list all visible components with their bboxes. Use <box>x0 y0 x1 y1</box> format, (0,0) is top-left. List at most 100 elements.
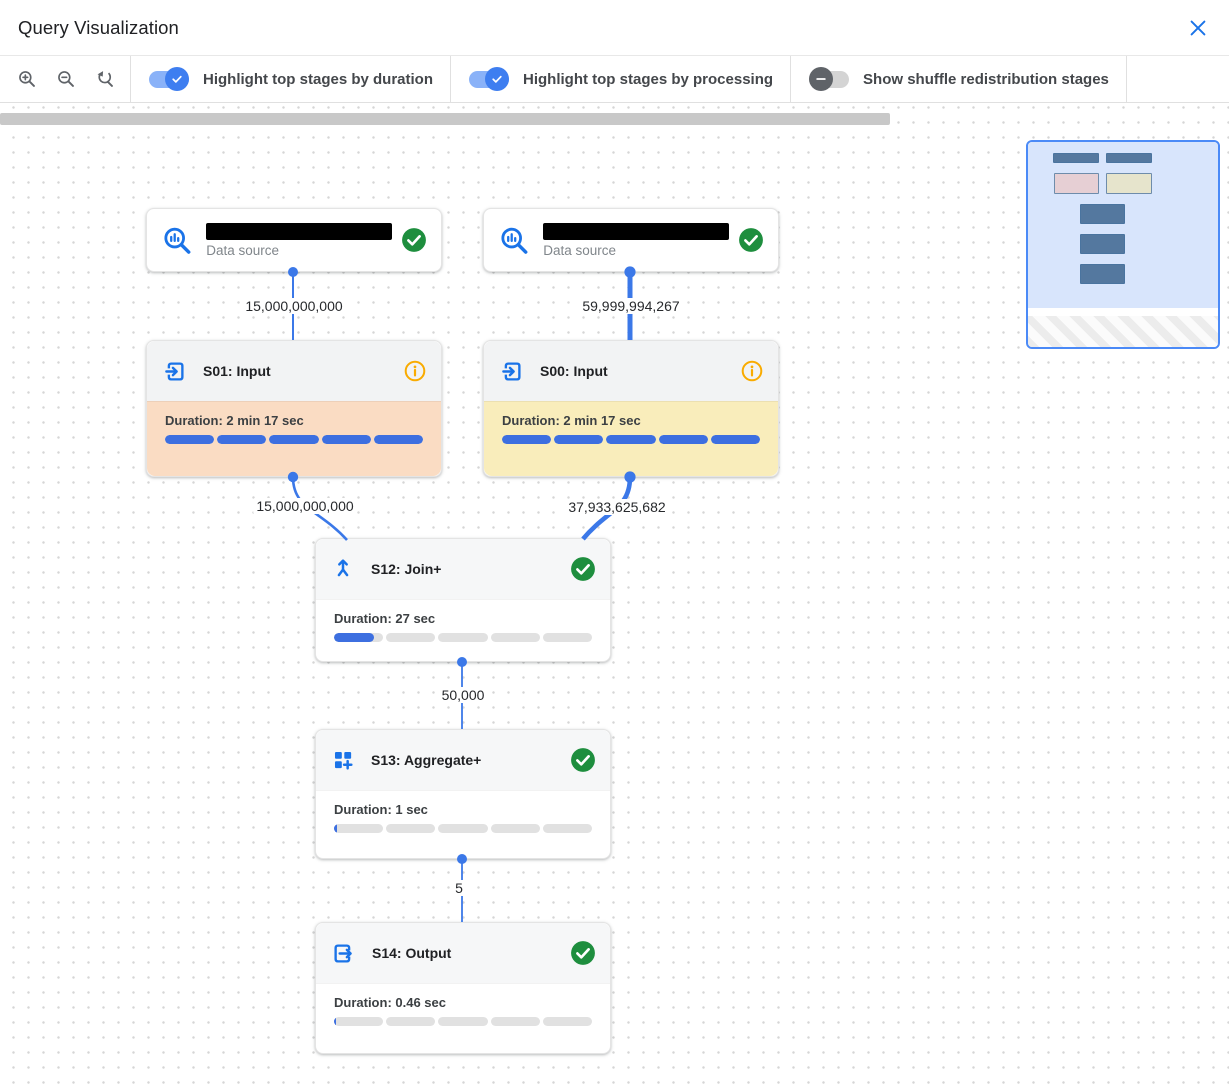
aggregate-icon <box>334 751 353 770</box>
node-stage-s01[interactable]: S01: Input Duration: 2 min 17 sec <box>146 340 442 477</box>
minimap[interactable] <box>1026 140 1220 349</box>
toggle-thumb <box>165 67 189 91</box>
data-source-label: Data source <box>543 242 617 258</box>
stage-title: S14: Output <box>372 945 452 961</box>
page-title: Query Visualization <box>18 16 179 38</box>
zoom-out-button[interactable] <box>53 66 79 92</box>
minimap-node-s00 <box>1106 173 1152 194</box>
zoom-out-icon <box>58 71 74 87</box>
check-circle-icon <box>402 228 426 252</box>
node-data-source-right[interactable]: Data source <box>483 208 779 272</box>
data-source-name-block: Data source <box>543 222 730 258</box>
status-badge[interactable] <box>740 359 764 383</box>
data-source-name-block: Data source <box>206 222 393 258</box>
edge-row-count: 15,000,000,000 <box>242 298 346 314</box>
zoom-controls <box>14 56 130 102</box>
toggle-highlight-duration[interactable] <box>149 67 189 91</box>
toolbar-divider <box>450 56 451 102</box>
stage-title: S12: Join+ <box>371 561 442 577</box>
graph-toolbar: Highlight top stages by duration Highlig… <box>0 56 1229 103</box>
info-icon <box>404 360 426 382</box>
stage-duration-panel: Duration: 2 min 17 sec <box>484 401 778 476</box>
info-icon <box>741 360 763 382</box>
edge-row-count: 15,000,000,000 <box>253 498 357 514</box>
horizontal-scrollbar-thumb[interactable] <box>0 113 890 125</box>
node-stage-s00[interactable]: S00: Input Duration: 2 min 17 sec <box>483 340 779 477</box>
edge-row-count: 5 <box>452 880 466 896</box>
status-badge <box>570 556 596 582</box>
node-stage-s12[interactable]: S12: Join+ Duration: 27 sec <box>315 538 611 662</box>
stage-title: S00: Input <box>540 363 608 379</box>
toggle-label-duration: Highlight top stages by duration <box>203 70 433 88</box>
minimap-node-s12 <box>1080 204 1125 224</box>
toggle-thumb <box>809 67 834 91</box>
progress-bar <box>502 435 761 444</box>
output-icon <box>334 943 352 963</box>
node-data-source-left[interactable]: Data source <box>146 208 442 272</box>
zoom-reset-button[interactable] <box>92 66 118 92</box>
minimap-node-s01 <box>1054 173 1099 194</box>
minus-icon <box>816 78 826 80</box>
toggle-group-processing: Highlight top stages by processing <box>451 56 790 102</box>
search-chart-icon <box>501 227 528 254</box>
graph-canvas[interactable]: 15,000,000,000 59,999,994,267 15,000,000… <box>0 103 1229 1089</box>
status-badge <box>570 747 596 773</box>
toggle-group-shuffle: Show shuffle redistribution stages <box>791 56 1126 102</box>
close-icon <box>1190 20 1206 35</box>
zoom-in-icon <box>19 71 35 87</box>
minimap-outside-area <box>1028 316 1218 347</box>
progress-bar <box>334 824 593 833</box>
stage-header: S14: Output <box>316 923 610 983</box>
dialog-header: Query Visualization <box>0 0 1229 56</box>
duration-label: Duration: 0.46 sec <box>334 995 446 1010</box>
node-stage-s13[interactable]: S13: Aggregate+ Duration: 1 sec <box>315 729 611 859</box>
stage-header: S12: Join+ <box>316 539 610 599</box>
stage-header: S01: Input <box>147 341 441 401</box>
stage-duration-panel: Duration: 0.46 sec <box>316 983 610 1053</box>
toggle-label-shuffle: Show shuffle redistribution stages <box>863 70 1109 88</box>
toolbar-divider <box>1125 56 1127 102</box>
minimap-node-ds-left <box>1053 153 1099 163</box>
toggle-highlight-processing[interactable] <box>469 67 509 91</box>
stage-header: S00: Input <box>484 341 778 401</box>
check-circle-icon <box>571 748 595 772</box>
stage-header: S13: Aggregate+ <box>316 730 610 790</box>
input-icon <box>502 361 521 381</box>
toolbar-divider <box>130 56 131 102</box>
stage-duration-panel: Duration: 2 min 17 sec <box>147 401 441 476</box>
toggle-group-duration: Highlight top stages by duration <box>131 56 450 102</box>
toggle-show-shuffle[interactable] <box>809 67 850 91</box>
join-merge-icon <box>337 559 349 577</box>
stage-title: S13: Aggregate+ <box>371 752 482 768</box>
status-badge[interactable] <box>403 359 427 383</box>
stage-title: S01: Input <box>203 363 271 379</box>
toggle-thumb <box>485 67 509 91</box>
edge-row-count: 50,000 <box>438 687 488 703</box>
minimap-node-ds-right <box>1106 153 1152 163</box>
check-circle-icon <box>571 557 595 581</box>
stage-duration-panel: Duration: 27 sec <box>316 599 610 661</box>
minimap-node-s13 <box>1080 234 1125 254</box>
check-circle-icon <box>571 941 595 965</box>
progress-bar <box>334 1017 593 1026</box>
zoom-in-button[interactable] <box>14 66 40 92</box>
status-badge <box>570 940 596 966</box>
close-button[interactable] <box>1185 15 1211 41</box>
progress-bar <box>334 633 593 642</box>
redacted-table-name <box>206 222 393 240</box>
progress-bar <box>165 435 424 444</box>
status-badge <box>401 227 427 253</box>
duration-label: Duration: 2 min 17 sec <box>502 413 641 428</box>
search-chart-icon <box>164 227 191 254</box>
edge-row-count: 37,933,625,682 <box>565 499 669 515</box>
status-badge <box>738 227 764 253</box>
check-circle-icon <box>739 228 763 252</box>
node-stage-s14[interactable]: S14: Output Duration: 0.46 sec <box>315 922 611 1054</box>
duration-label: Duration: 1 sec <box>334 802 428 817</box>
zoom-reset-icon <box>97 71 113 87</box>
input-icon <box>165 361 184 381</box>
toolbar-divider <box>790 56 792 102</box>
data-source-label: Data source <box>206 242 280 258</box>
duration-label: Duration: 2 min 17 sec <box>165 413 304 428</box>
stage-duration-panel: Duration: 1 sec <box>316 790 610 858</box>
